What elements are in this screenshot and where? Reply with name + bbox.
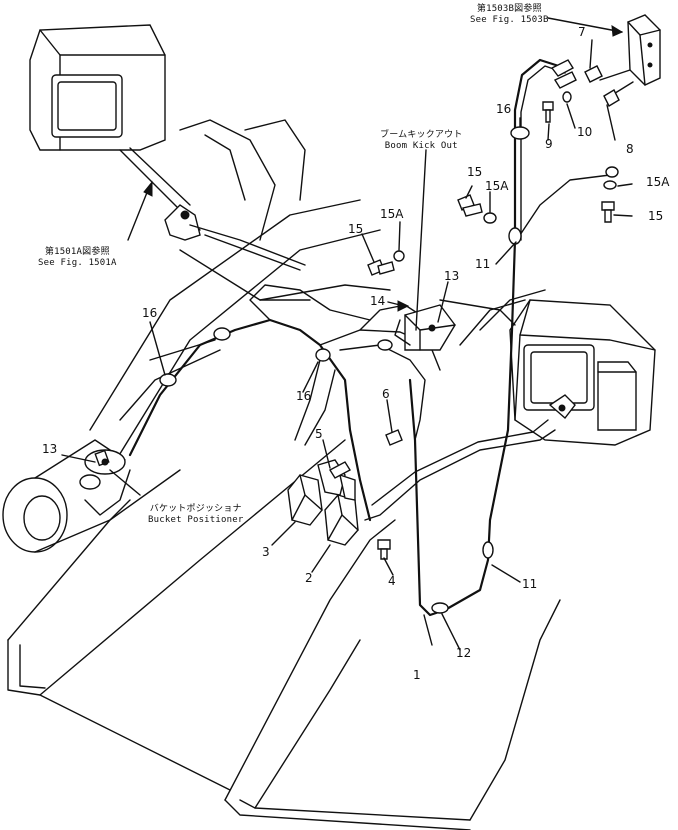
callout-13-left: 13 [42,442,58,456]
callout-10: 10 [577,125,593,139]
callout-16-left: 16 [142,306,158,320]
right-headlight [460,290,655,445]
callout-3: 3 [262,545,270,559]
ref-fig-1501a-jp: 第1501A図参照 [44,247,110,257]
ref-bucket-positioner-jp: バケットポジッショナ [149,504,242,514]
callout-15A-mid: 15A [485,179,509,193]
boom-kick-out-switch [395,300,515,350]
callout-11-bottom: 11 [522,577,538,591]
callout-16-top: 16 [496,102,512,116]
ref-bucket-positioner-en: Bucket Positioner [148,515,244,525]
boom-arm [90,120,390,470]
callout-12: 12 [456,646,472,660]
callout-9: 9 [545,137,553,151]
callout-4: 4 [388,574,396,588]
callout-15-mid: 15 [467,165,483,179]
ref-fig-1503b-jp: 第1503B図参照 [476,4,542,14]
callout-2: 2 [305,571,313,585]
left-headlight [30,25,305,270]
wire-clamps [160,127,529,613]
callout-11-top: 11 [475,257,491,271]
leader-lines [62,18,632,650]
callout-5: 5 [315,427,323,441]
callout-14: 14 [370,294,386,308]
ref-boom-kick-out: ブームキックアウト Boom Kick Out [380,130,463,152]
ref-boom-kick-out-jp: ブームキックアウト [380,130,463,140]
bucket-cylinder [3,440,130,552]
callout-7: 7 [578,25,586,39]
callout-15A-right: 15A [646,175,670,189]
ref-fig-1501a-en: See Fig. 1501A [38,258,117,268]
callout-6: 6 [382,387,390,401]
ref-fig-1503b-en: See Fig. 1503B [470,15,549,25]
callout-8: 8 [626,142,634,156]
hardware-parts [330,60,619,559]
ref-boom-kick-out-en: Boom Kick Out [384,141,458,151]
loader-frame [8,440,560,830]
callout-1: 1 [413,668,421,682]
callout-16-mid: 16 [296,389,312,403]
horns [288,460,358,545]
callout-15A-left: 15A [380,207,404,221]
callout-15-right: 15 [648,209,664,223]
top-right-bracket [600,15,660,95]
callout-13-right: 13 [444,269,460,283]
ref-fig-1501a: 第1501A図参照 See Fig. 1501A [38,247,117,269]
ref-fig-1503b: 第1503B図参照 See Fig. 1503B [470,4,549,26]
ref-bucket-positioner: バケットポジッショナ Bucket Positioner [148,504,244,526]
callout-15-left: 15 [348,222,364,236]
